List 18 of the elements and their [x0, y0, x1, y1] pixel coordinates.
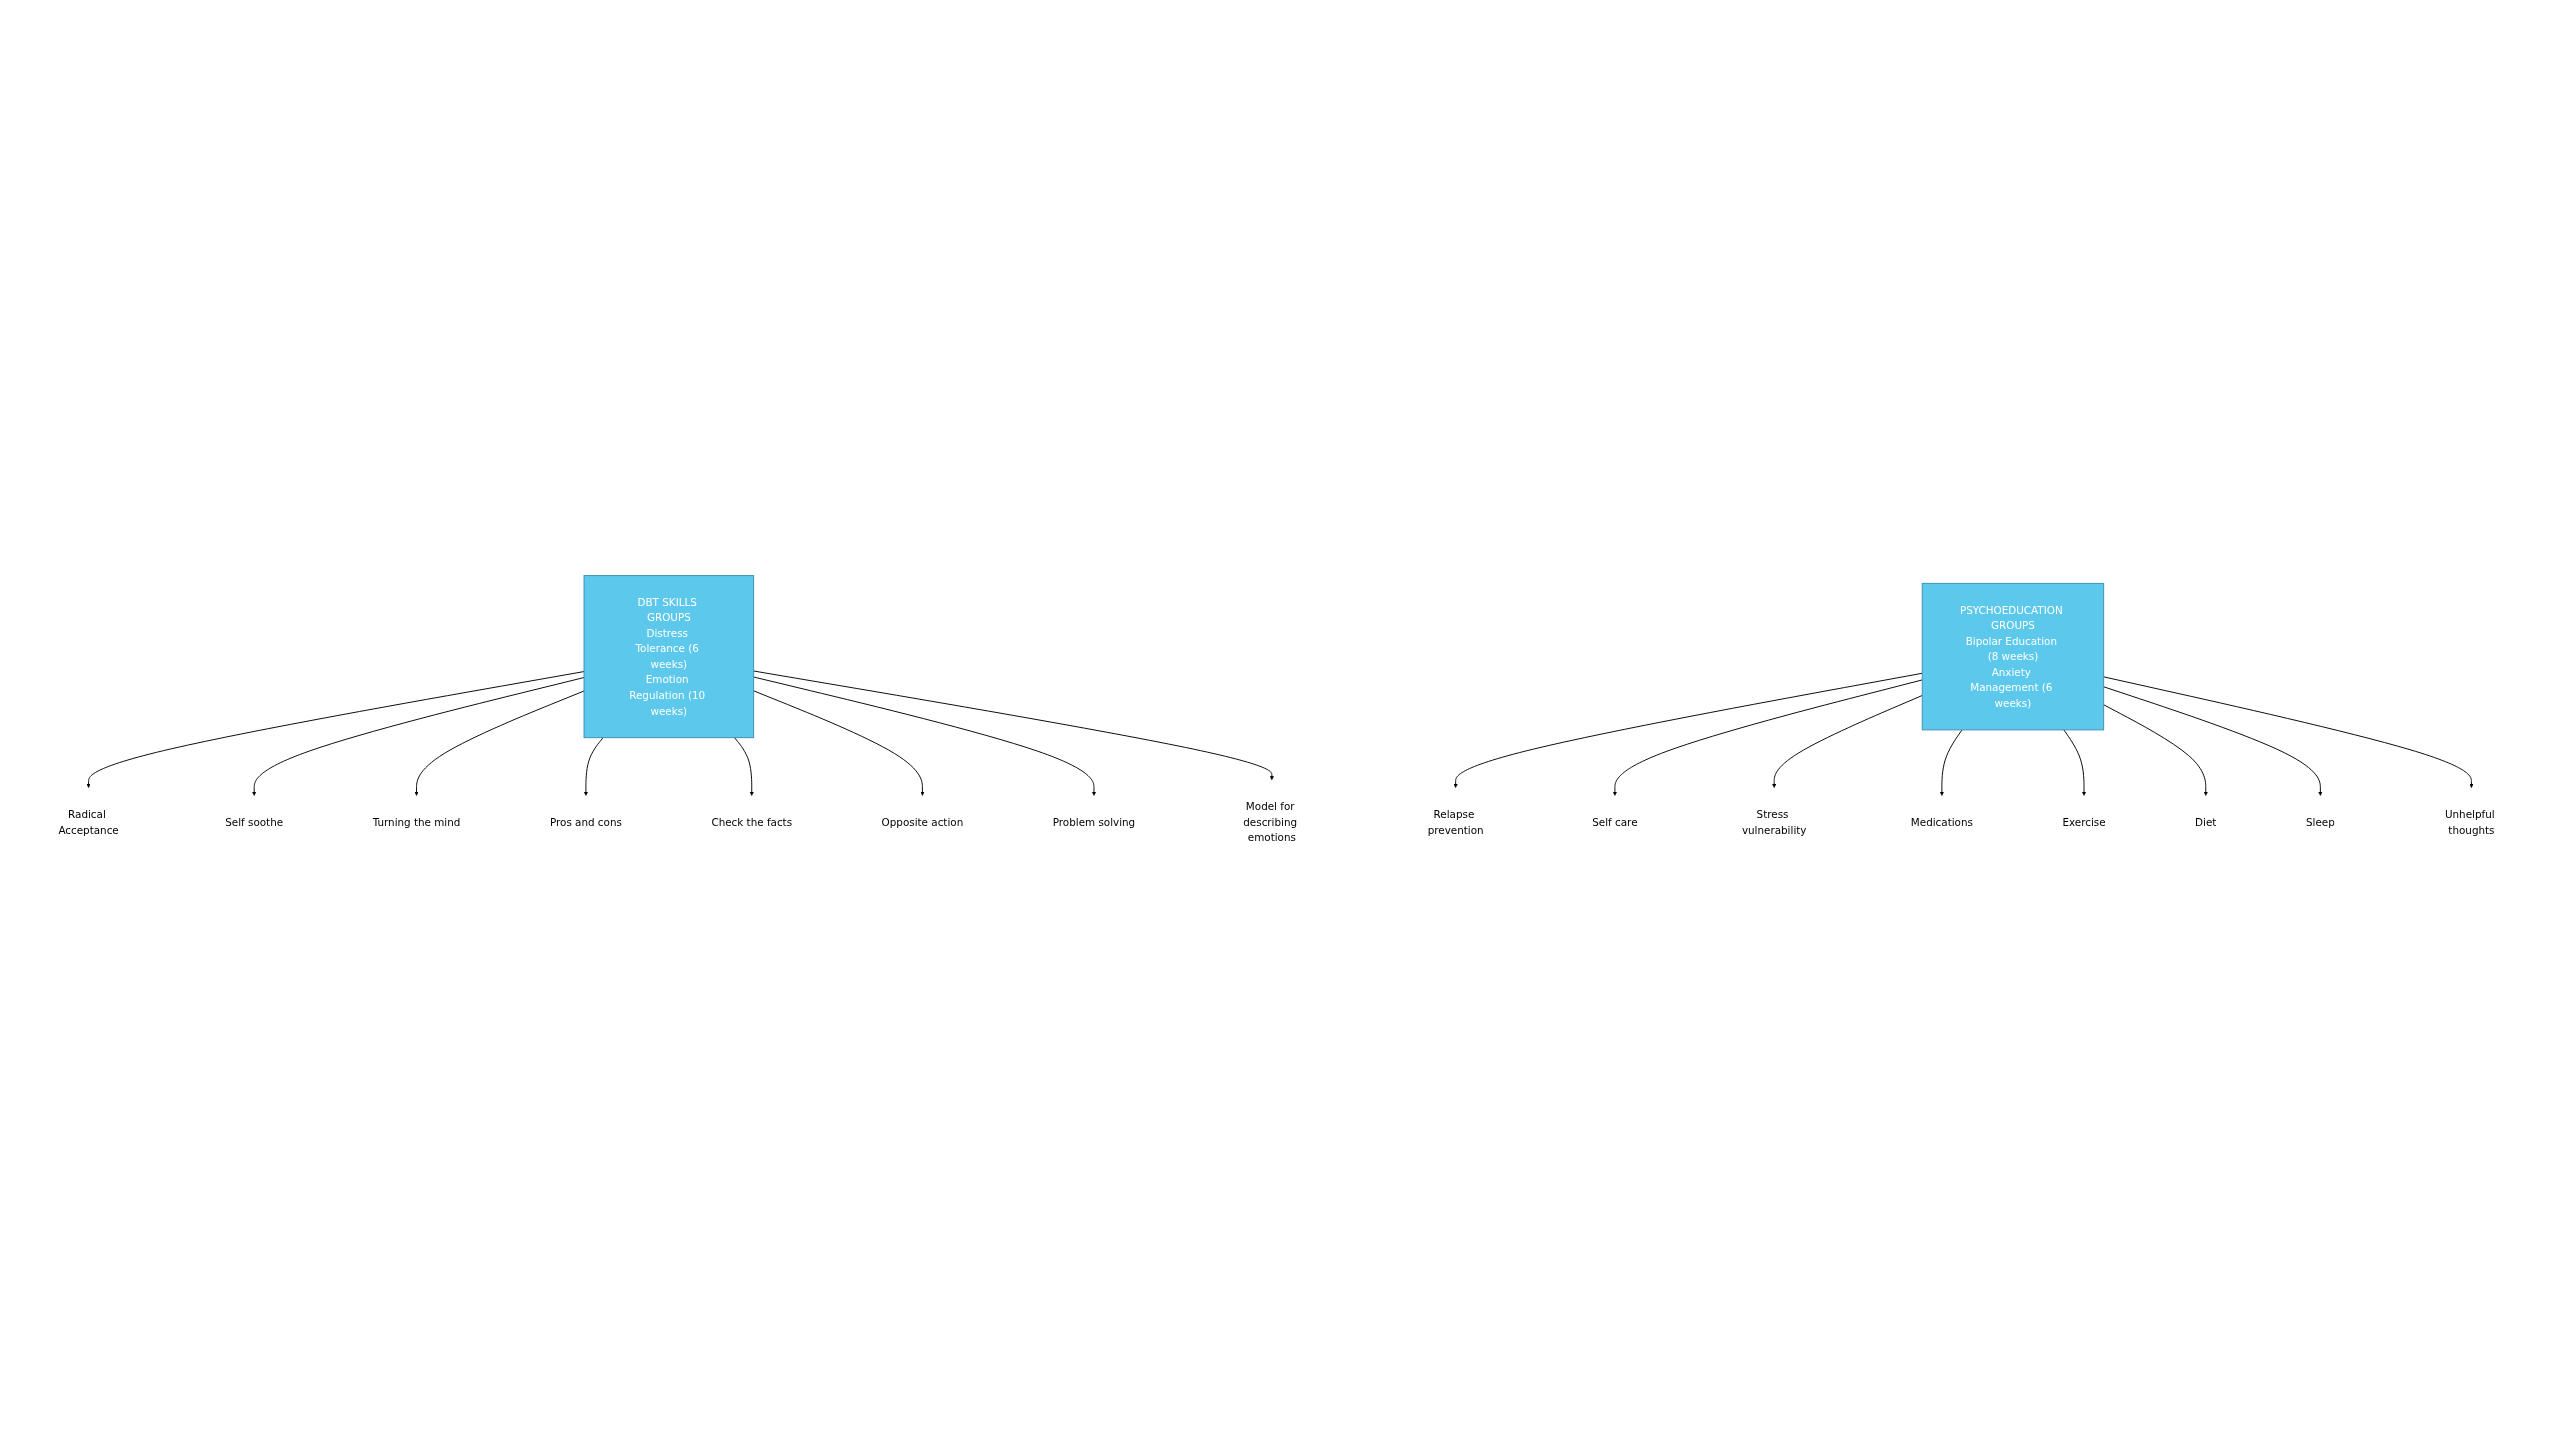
node-text: Check the facts — [711, 816, 793, 829]
node-box: DBT SKILLS GROUPS Distress Tolerance (6 weeks) Emotion Regulation (10 weeks) — [583, 575, 755, 739]
node-text: Problem solving — [1052, 816, 1136, 829]
node-text: Medications — [1910, 816, 1973, 829]
node-text: Self soothe — [225, 816, 284, 829]
node-text: Turning the mind — [372, 816, 461, 829]
node-text: Diet — [2195, 816, 2217, 829]
node-text: Opposite action — [881, 816, 964, 829]
node-text: Radical Acceptance — [58, 808, 119, 836]
node-text: Sleep — [2305, 816, 2335, 829]
node-text: Self care — [1592, 816, 1638, 829]
node-text: Model for describing emotions — [1243, 800, 1298, 844]
node-text: Relapse prevention — [1427, 808, 1484, 836]
node-text: Stress vulnerability — [1741, 808, 1807, 836]
node-box: PSYCHOEDUCATION GROUPS Bipolar Education (8 weeks) Anxiety Management (6 weeks) — [1921, 582, 2105, 731]
node-text: Unhelpful thoughts — [2444, 808, 2495, 836]
node-text: Pros and cons — [549, 816, 622, 829]
node-text: Exercise — [2062, 816, 2106, 829]
